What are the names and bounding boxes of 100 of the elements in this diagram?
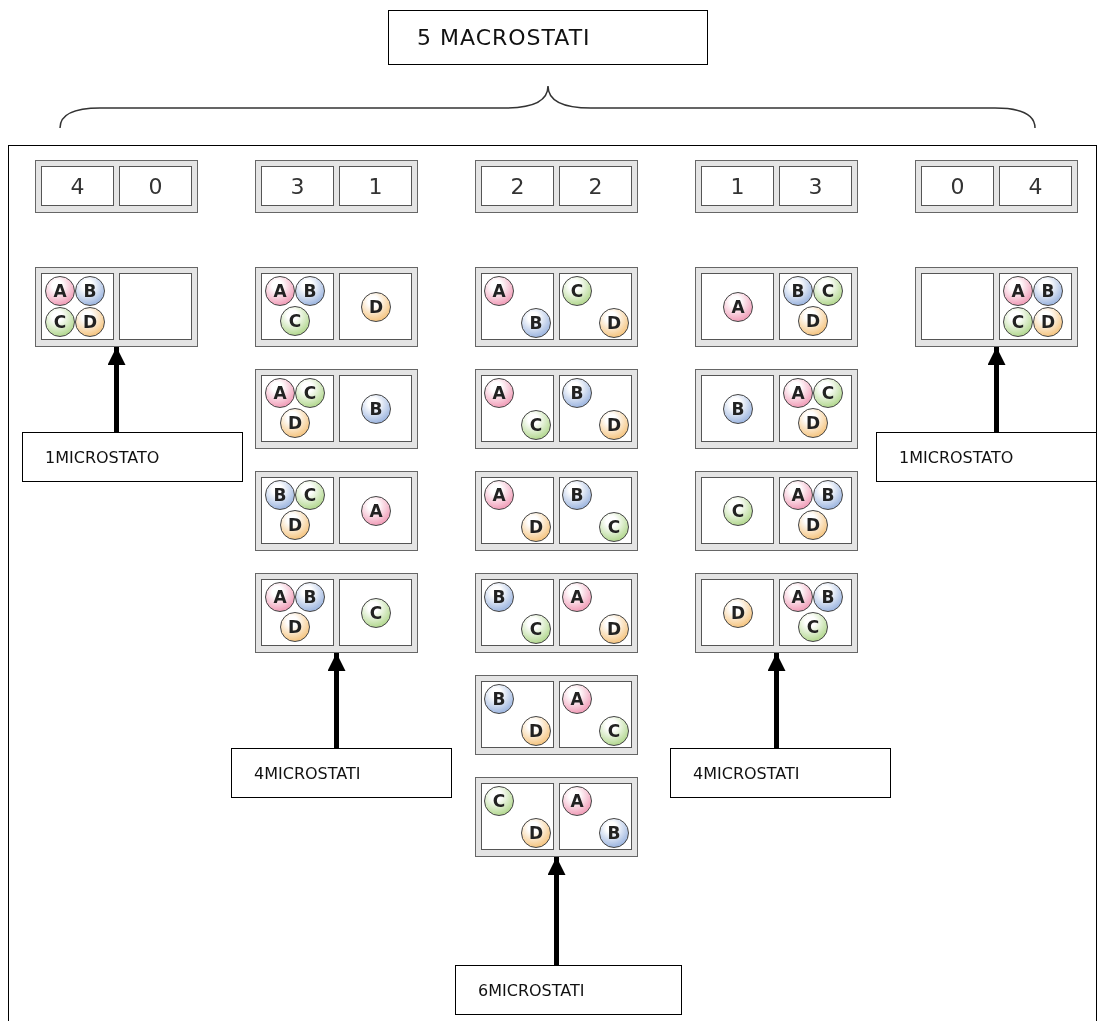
compartment <box>261 375 334 442</box>
compartment: 3 <box>779 166 852 206</box>
compartment <box>701 579 774 646</box>
compartment: 0 <box>119 166 192 206</box>
particle-ball: D <box>521 716 551 746</box>
compartment <box>559 375 632 442</box>
microstate-box <box>475 369 638 449</box>
caption-box: 6MICROSTATI <box>455 965 682 1015</box>
compartment <box>339 375 412 442</box>
particle-ball: C <box>813 276 843 306</box>
particle-ball: B <box>75 276 105 306</box>
particle-ball: A <box>783 480 813 510</box>
microstate-box <box>35 267 198 347</box>
compartment <box>119 273 192 340</box>
caption-box: 4MICROSTATI <box>670 748 891 798</box>
compartment <box>701 375 774 442</box>
compartment <box>701 477 774 544</box>
particle-ball: C <box>45 307 75 337</box>
particle-ball: C <box>484 786 514 816</box>
particle-ball: A <box>783 582 813 612</box>
compartment <box>481 273 554 340</box>
caption-box: 1MICROSTATO <box>22 432 243 482</box>
particle-ball: A <box>45 276 75 306</box>
compartment <box>779 477 852 544</box>
particle-ball: B <box>813 582 843 612</box>
microstate-box <box>475 267 638 347</box>
microstate-box <box>475 471 638 551</box>
compartment <box>779 375 852 442</box>
compartment <box>559 579 632 646</box>
particle-ball: B <box>562 480 592 510</box>
compartment <box>559 783 632 850</box>
macrostate-box <box>695 160 858 213</box>
particle-ball: C <box>599 512 629 542</box>
arrow <box>987 347 1006 432</box>
microstate-box <box>695 267 858 347</box>
particle-ball: A <box>265 276 295 306</box>
microstate-box <box>255 267 418 347</box>
compartment <box>701 273 774 340</box>
compartment: 0 <box>921 166 994 206</box>
particle-ball: D <box>280 510 310 540</box>
particle-ball: D <box>75 307 105 337</box>
particle-ball: A <box>783 378 813 408</box>
particle-ball: B <box>783 276 813 306</box>
particle-ball: C <box>562 276 592 306</box>
compartment <box>481 579 554 646</box>
title-box: 5 MACROSTATI <box>388 10 708 65</box>
compartment: 4 <box>999 166 1072 206</box>
particle-ball: D <box>1033 307 1063 337</box>
compartment: 2 <box>559 166 632 206</box>
particle-ball: B <box>484 582 514 612</box>
particle-ball: A <box>562 684 592 714</box>
caption-box: 4MICROSTATI <box>231 748 452 798</box>
compartment <box>481 477 554 544</box>
particle-ball: C <box>723 496 753 526</box>
particle-ball: D <box>723 598 753 628</box>
particle-ball: B <box>813 480 843 510</box>
compartment: 3 <box>261 166 334 206</box>
particle-ball: B <box>265 480 295 510</box>
arrow <box>547 857 566 965</box>
particle-ball: A <box>484 378 514 408</box>
particle-ball: D <box>280 612 310 642</box>
compartment <box>261 477 334 544</box>
particle-ball: B <box>1033 276 1063 306</box>
macrostate-box <box>915 160 1078 213</box>
particle-ball: D <box>521 818 551 848</box>
particle-ball: D <box>798 408 828 438</box>
particle-ball: D <box>798 306 828 336</box>
arrow <box>327 653 346 748</box>
microstate-box <box>695 471 858 551</box>
particle-ball: A <box>723 292 753 322</box>
compartment <box>559 273 632 340</box>
compartment <box>921 273 994 340</box>
compartment <box>559 681 632 748</box>
particle-ball: A <box>562 786 592 816</box>
compartment <box>339 273 412 340</box>
compartment: 1 <box>339 166 412 206</box>
macrostate-box <box>35 160 198 213</box>
particle-ball: C <box>1003 307 1033 337</box>
particle-ball: A <box>484 276 514 306</box>
particle-ball: B <box>484 684 514 714</box>
particle-ball: D <box>521 512 551 542</box>
compartment <box>481 375 554 442</box>
microstate-box <box>255 369 418 449</box>
arrow <box>107 347 126 432</box>
macrostate-box <box>475 160 638 213</box>
particle-ball: C <box>521 614 551 644</box>
compartment <box>339 477 412 544</box>
particle-ball: C <box>295 378 325 408</box>
microstate-box <box>255 573 418 653</box>
particle-ball: A <box>361 496 391 526</box>
microstate-box <box>475 573 638 653</box>
compartment <box>481 783 554 850</box>
particle-ball: D <box>599 614 629 644</box>
compartment: 1 <box>701 166 774 206</box>
particle-ball: B <box>521 308 551 338</box>
particle-ball: B <box>295 276 325 306</box>
compartment <box>261 579 334 646</box>
particle-ball: C <box>521 410 551 440</box>
caption-box: 1MICROSTATO <box>876 432 1097 482</box>
compartment <box>779 273 852 340</box>
